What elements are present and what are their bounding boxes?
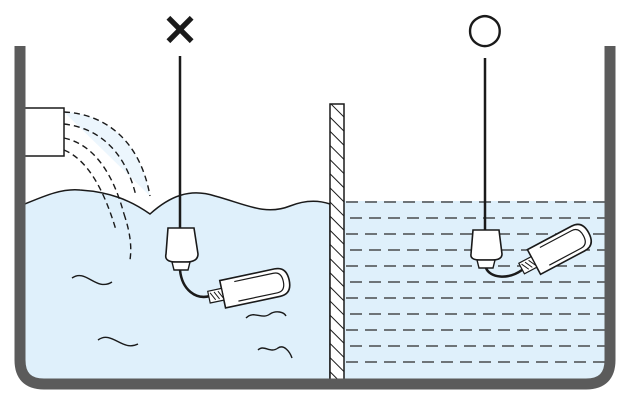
wrong-mark: × (161, 1, 200, 55)
tank-wall (14, 46, 616, 390)
float-body (517, 223, 593, 276)
float-cable (178, 269, 211, 299)
inflow-stream (63, 111, 151, 261)
turbulence-squiggles (71, 275, 293, 359)
partition-wall (329, 103, 345, 387)
inlet-pipe (23, 107, 65, 157)
float-weight (164, 227, 199, 263)
float-weight (470, 229, 503, 261)
correct-mark: ○ (467, 3, 504, 52)
float-body (207, 267, 291, 309)
float-cable (484, 267, 523, 278)
float-switch-wrong (164, 56, 291, 309)
turbulent-water (20, 189, 331, 384)
float-switch-right (470, 58, 593, 278)
